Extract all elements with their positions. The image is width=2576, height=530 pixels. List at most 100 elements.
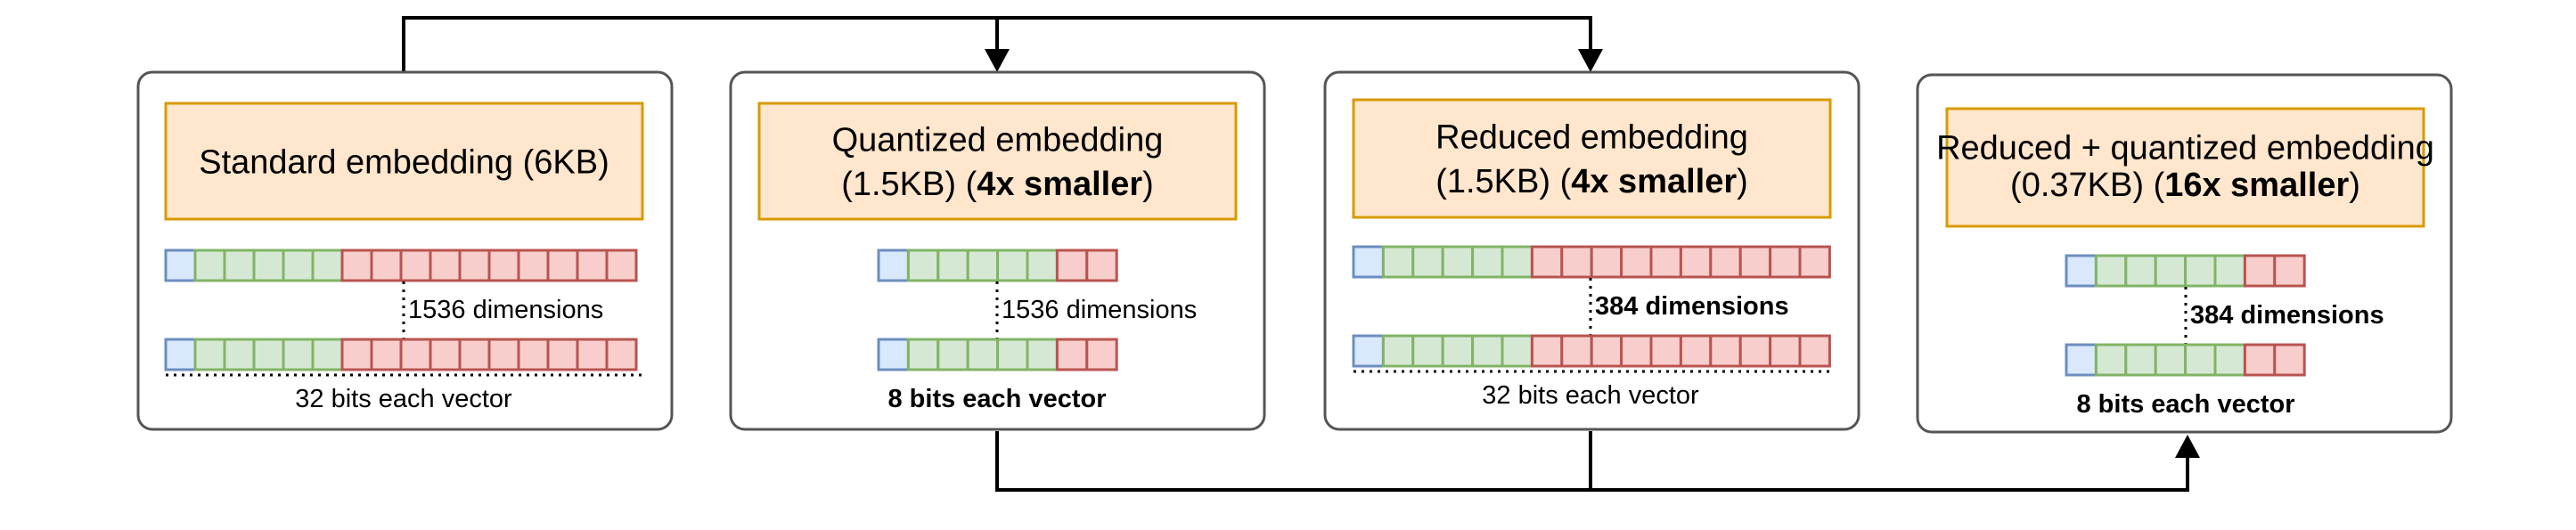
- vector-cell-red: [1590, 245, 1623, 279]
- vector-cell-green: [282, 249, 315, 282]
- panel-title-segment: Standard embedding (6KB): [199, 143, 609, 181]
- vector-row-bottom: [877, 338, 1118, 371]
- vector-cell-green: [966, 249, 1000, 282]
- dimensions-label: 1536 dimensions: [408, 296, 603, 324]
- vector-cell-red: [1738, 245, 1772, 279]
- panel-title-segment: (1.5KB) (: [1435, 163, 1571, 200]
- vector-cell-green: [1381, 334, 1415, 368]
- vector-cell-blue: [877, 249, 910, 282]
- vector-cell-green: [252, 249, 285, 282]
- panel-reduced-embedding: Reduced embedding(1.5KB) (4x smaller) 38…: [1323, 70, 1860, 431]
- vector-cell-red: [1085, 338, 1118, 371]
- vector-cell-blue: [164, 249, 197, 282]
- bits-label: 32 bits each vector: [1482, 381, 1699, 410]
- vector-cell-green: [2184, 343, 2217, 377]
- panel-title-segment: Reduced + quantized embedding: [1936, 129, 2434, 167]
- vector-row-top: [2065, 254, 2306, 288]
- vector-cell-blue: [1352, 245, 1385, 279]
- vector-cell-blue: [164, 338, 197, 371]
- panel-title-segment: Quantized embedding: [832, 122, 1164, 159]
- panel-title-segment: ): [1142, 166, 1154, 203]
- vector-cell-green: [2213, 254, 2246, 288]
- vector-cell-green: [311, 249, 344, 282]
- panel-title-box: [164, 102, 644, 221]
- panel-title-box: [1945, 107, 2425, 228]
- vector-cell-red: [576, 338, 609, 371]
- panel-title: Quantized embedding(1.5KB) (4x smaller): [832, 122, 1164, 203]
- vector-cell-red: [340, 249, 373, 282]
- vector-cell-red: [1798, 334, 1831, 368]
- bits-label: 8 bits each vector: [888, 385, 1107, 413]
- dimensions-label: 384 dimensions: [2190, 301, 2384, 330]
- vector-cell-green: [1471, 334, 1504, 368]
- vector-cell-green: [193, 338, 226, 371]
- vector-cell-green: [996, 338, 1029, 371]
- panel-title-segment: ): [1737, 163, 1748, 200]
- vector-cell-red: [487, 249, 520, 282]
- vector-cell-green: [1411, 334, 1444, 368]
- vector-cell-green: [936, 249, 969, 282]
- vector-cell-blue: [2065, 254, 2098, 288]
- vector-cell-red: [517, 338, 550, 371]
- vector-row-top: [877, 249, 1118, 282]
- vector-cell-red: [1085, 249, 1118, 282]
- panel-title: Standard embedding (6KB): [199, 143, 609, 181]
- dimensions-label: 384 dimensions: [1595, 292, 1789, 321]
- vector-cell-red: [487, 338, 520, 371]
- vector-cell-red: [2273, 343, 2306, 377]
- vector-row-top: [164, 249, 638, 282]
- vector-cell-green: [936, 338, 969, 371]
- vector-cell-green: [2094, 254, 2128, 288]
- vector-row-bottom: [2065, 343, 2306, 377]
- vector-cell-red: [1620, 334, 1653, 368]
- panel-title-box: [757, 102, 1238, 221]
- vector-cell-red: [370, 338, 403, 371]
- vector-cell-red: [399, 338, 432, 371]
- vector-cell-red: [370, 249, 403, 282]
- arrow-down-icon: [985, 49, 1010, 72]
- vector-cell-red: [1530, 334, 1564, 368]
- panel-title-segment: 16x smaller: [2164, 167, 2349, 204]
- panel-title-segment: (0.37KB) (: [2010, 167, 2165, 204]
- vector-cell-red: [1649, 334, 1682, 368]
- vector-cell-red: [458, 338, 491, 371]
- vector-cell-green: [906, 249, 940, 282]
- vector-cell-red: [605, 338, 638, 371]
- vector-row-bottom: [1352, 334, 1831, 368]
- vector-cell-red: [546, 249, 579, 282]
- vector-cell-red: [1055, 249, 1089, 282]
- vector-cell-red: [1709, 245, 1742, 279]
- dimensions-label: 1536 dimensions: [1002, 296, 1197, 324]
- vector-cell-green: [2213, 343, 2246, 377]
- vector-cell-green: [2184, 254, 2217, 288]
- vector-cell-red: [1530, 245, 1564, 279]
- panel-quantized-embedding: Quantized embedding(1.5KB) (4x smaller) …: [729, 70, 1266, 431]
- vector-cell-green: [1411, 245, 1444, 279]
- vector-cell-red: [1709, 334, 1742, 368]
- vector-cell-green: [2124, 254, 2157, 288]
- vector-cell-green: [996, 249, 1029, 282]
- vector-cell-blue: [877, 338, 910, 371]
- arrow-down-icon: [1578, 49, 1603, 72]
- vector-cell-red: [429, 249, 462, 282]
- vector-cell-green: [1501, 334, 1533, 368]
- vector-cell-green: [2124, 343, 2157, 377]
- connectors: [402, 16, 2189, 492]
- bits-label: 8 bits each vector: [2077, 390, 2295, 419]
- vector-cell-red: [605, 249, 638, 282]
- panel-title-segment: 4x smaller: [977, 166, 1142, 203]
- vector-cell-green: [1441, 245, 1475, 279]
- panel-title: Reduced + quantized embedding(0.37KB) (1…: [1936, 129, 2434, 204]
- panel-title-segment: Reduced embedding: [1435, 119, 1748, 157]
- vector-cell-red: [1649, 245, 1682, 279]
- vector-cell-green: [1441, 334, 1475, 368]
- vector-cell-red: [429, 338, 462, 371]
- vector-cell-red: [2273, 254, 2306, 288]
- vector-row-top: [1352, 245, 1831, 279]
- vector-cell-red: [1769, 334, 1802, 368]
- vector-cell-red: [546, 338, 579, 371]
- vector-cell-green: [193, 249, 226, 282]
- vector-cell-green: [1026, 338, 1059, 371]
- vector-cell-green: [966, 338, 1000, 371]
- vector-cell-red: [1769, 245, 1802, 279]
